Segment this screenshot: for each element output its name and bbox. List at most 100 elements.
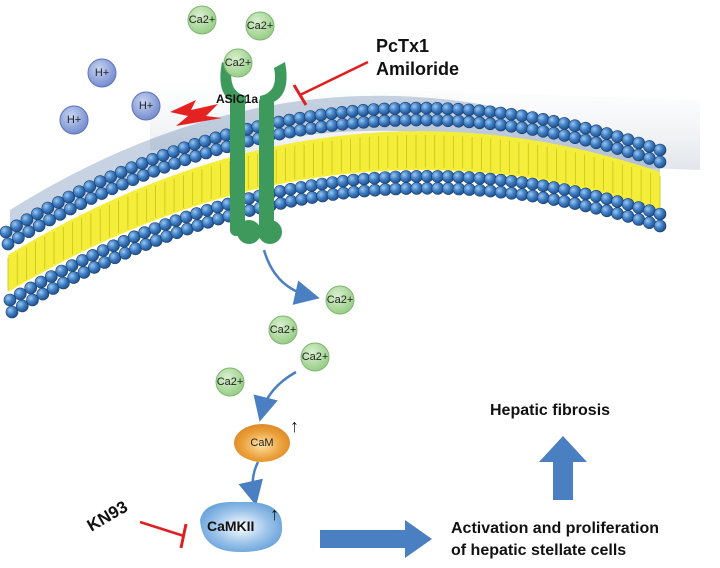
lipid-head	[452, 182, 466, 196]
lipid-head	[36, 287, 50, 301]
lipid-head	[611, 207, 624, 220]
cell-membrane	[0, 95, 667, 319]
lipid-head	[643, 216, 656, 229]
lipid-head	[558, 183, 571, 196]
lipid-head	[95, 187, 108, 200]
outcome-arrow-right	[320, 520, 432, 558]
lipid-head	[441, 114, 455, 127]
lipid-head	[653, 143, 667, 157]
lipid-head	[515, 109, 529, 123]
lipid-head	[632, 201, 646, 214]
lipid-head	[67, 271, 80, 284]
lipid-head	[494, 106, 508, 120]
lipid-head	[84, 192, 98, 205]
lipid-head	[315, 120, 328, 134]
proton-label: H+	[95, 67, 109, 79]
lipid-head	[125, 161, 138, 174]
lipid-head	[579, 133, 592, 147]
channel-label: ASIC1a	[216, 92, 258, 106]
lipid-head	[515, 188, 529, 201]
calcium-ions-extracellular: Ca2+ Ca2+ Ca2+	[187, 5, 275, 78]
lipid-head	[388, 114, 402, 127]
lipid-head	[558, 195, 571, 208]
lipid-head	[568, 131, 582, 144]
lipid-head	[5, 305, 19, 319]
lipid-head	[388, 102, 402, 115]
lipid-head	[315, 177, 329, 191]
lipid-head	[367, 103, 381, 116]
lipid-head	[473, 184, 487, 197]
lipid-head	[547, 193, 561, 206]
lipid-head	[463, 183, 476, 196]
lipid-head	[357, 116, 370, 129]
lipid-head	[0, 225, 13, 239]
lipid-head	[189, 150, 202, 163]
pctx1-amiloride-inhibitor: PcTx1 Amiloride	[292, 36, 459, 106]
lipid-head	[314, 108, 328, 122]
lipid-head	[284, 183, 297, 196]
lipid-head	[558, 129, 571, 142]
lipid-head	[611, 142, 624, 155]
lipid-head	[494, 118, 508, 132]
lipid-head	[316, 189, 329, 203]
lipid-head	[547, 127, 561, 140]
lipid-heads-inner	[3, 170, 667, 319]
lipid-head	[284, 195, 298, 208]
lipid-head	[22, 225, 36, 238]
lipid-head	[24, 281, 38, 295]
lipid-head	[483, 117, 497, 131]
lipid-head	[431, 114, 444, 127]
lipid-head	[368, 171, 381, 185]
lipid-head	[653, 155, 667, 169]
lipid-head	[399, 113, 413, 127]
lipid-head	[389, 182, 403, 196]
lipid-head	[273, 185, 287, 198]
pctx1-label: PcTx1	[376, 36, 429, 56]
lipid-head	[431, 182, 445, 195]
lipid-head	[326, 188, 340, 201]
lipid-head	[462, 171, 476, 184]
lipid-head	[536, 191, 550, 205]
lipid-head	[32, 219, 46, 233]
lipid-head	[337, 186, 350, 200]
lipid-head	[20, 213, 34, 226]
lipid-head	[93, 175, 107, 188]
lipid-head	[484, 184, 497, 198]
lipid-head	[212, 212, 225, 226]
lipid-head	[293, 111, 307, 125]
lipid-head	[431, 170, 444, 183]
lipid-head	[589, 202, 603, 215]
lipid-tails	[7, 131, 661, 292]
lipid-head	[31, 207, 44, 221]
calcium-label: Ca2+	[270, 324, 297, 336]
lipid-head	[621, 145, 635, 158]
lipid-head	[399, 101, 412, 115]
lipid-head	[98, 256, 111, 269]
amiloride-label: Amiloride	[376, 59, 459, 79]
lipid-head	[274, 197, 288, 210]
lightning-bolt-icon	[170, 100, 222, 126]
lipid-head	[72, 185, 86, 198]
lipid-head	[621, 198, 635, 211]
lipid-head	[378, 183, 392, 196]
lipid-head	[167, 145, 180, 158]
lipid-head	[325, 107, 338, 120]
lipid-head	[346, 116, 360, 130]
lipid-head	[557, 117, 571, 130]
lipid-head	[515, 176, 529, 189]
lipid-head	[74, 197, 88, 210]
lipid-head	[305, 179, 318, 192]
lipid-head	[399, 170, 413, 183]
flow-arrow-influx	[262, 249, 320, 305]
lipid-head	[53, 208, 67, 221]
lipid-head	[632, 213, 646, 226]
lipid-head	[12, 231, 25, 245]
lipid-head	[494, 173, 508, 187]
lipid-head	[410, 182, 424, 195]
lipid-head	[188, 138, 201, 151]
lipid-head	[579, 187, 592, 201]
lipid-head	[505, 120, 518, 133]
lipid-head	[643, 152, 656, 165]
calcium-label: Ca2+	[302, 351, 329, 363]
lipid-head	[653, 219, 667, 233]
